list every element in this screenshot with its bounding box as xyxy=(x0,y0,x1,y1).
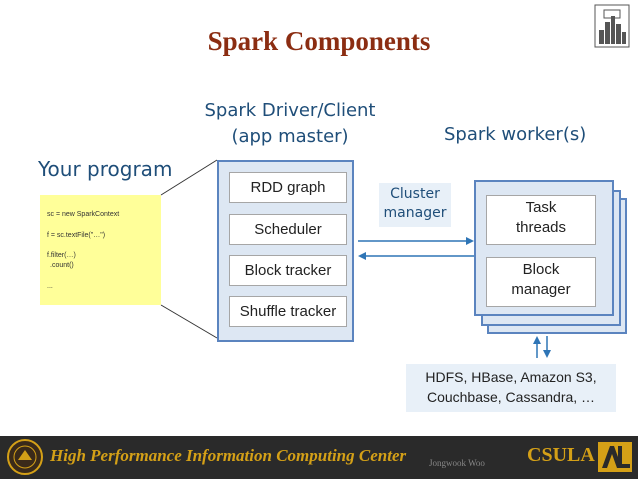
arrowhead-right xyxy=(466,237,474,245)
task-threads-line: Task xyxy=(525,199,557,216)
block-manager-box: Block manager xyxy=(486,257,596,307)
connector-line xyxy=(160,304,218,339)
cluster-manager-label: Cluster manager xyxy=(379,183,451,227)
code-line: f.filter(…) xyxy=(47,252,76,259)
worker-title: Spark worker(s) xyxy=(444,124,587,145)
footer-text: High Performance Information Computing C… xyxy=(50,446,407,465)
shuffle-tracker-box: Shuffle tracker xyxy=(229,296,347,327)
storage-line: Couchbase, Cassandra, … xyxy=(426,389,596,405)
arrowhead-left xyxy=(358,252,366,260)
block-manager-line: manager xyxy=(511,281,571,298)
csula-logo-icon xyxy=(598,442,632,472)
arrowhead-up xyxy=(533,336,541,344)
code-line: .count() xyxy=(50,262,74,269)
cluster-manager-line: Cluster xyxy=(390,186,440,202)
task-threads-line: threads xyxy=(515,219,567,236)
scheduler-box: Scheduler xyxy=(229,214,347,245)
csula-brand: CSULA xyxy=(527,444,595,466)
footer-bar xyxy=(0,436,638,479)
arrowhead-down xyxy=(543,350,551,358)
author-name: Jongwook Woo xyxy=(429,458,485,468)
task-threads-box: Task threads xyxy=(486,195,596,245)
la-skyline-logo-icon xyxy=(594,4,630,48)
your-program-label: Your program xyxy=(38,157,173,181)
driver-title: Spark Driver/Client (app master) xyxy=(195,98,385,150)
cluster-manager-line: manager xyxy=(383,205,447,221)
code-line: sc = new SparkContext xyxy=(47,211,120,218)
rdd-graph-box: RDD graph xyxy=(229,172,347,203)
storage-line: HDFS, HBase, Amazon S3, xyxy=(425,369,597,385)
slide-title: Spark Components xyxy=(207,26,431,56)
seal-icon xyxy=(7,439,43,475)
code-line: f = sc.textFile("…") xyxy=(47,232,106,239)
driver-title-line: Spark Driver/Client xyxy=(204,100,376,121)
storage-box: HDFS, HBase, Amazon S3, Couchbase, Cassa… xyxy=(406,364,616,412)
code-line: ... xyxy=(47,283,53,290)
driver-title-line: (app master) xyxy=(231,126,349,147)
code-box: sc = new SparkContext f = sc.textFile("…… xyxy=(40,195,161,305)
block-manager-line: Block xyxy=(522,261,560,278)
block-tracker-box: Block tracker xyxy=(229,255,347,286)
